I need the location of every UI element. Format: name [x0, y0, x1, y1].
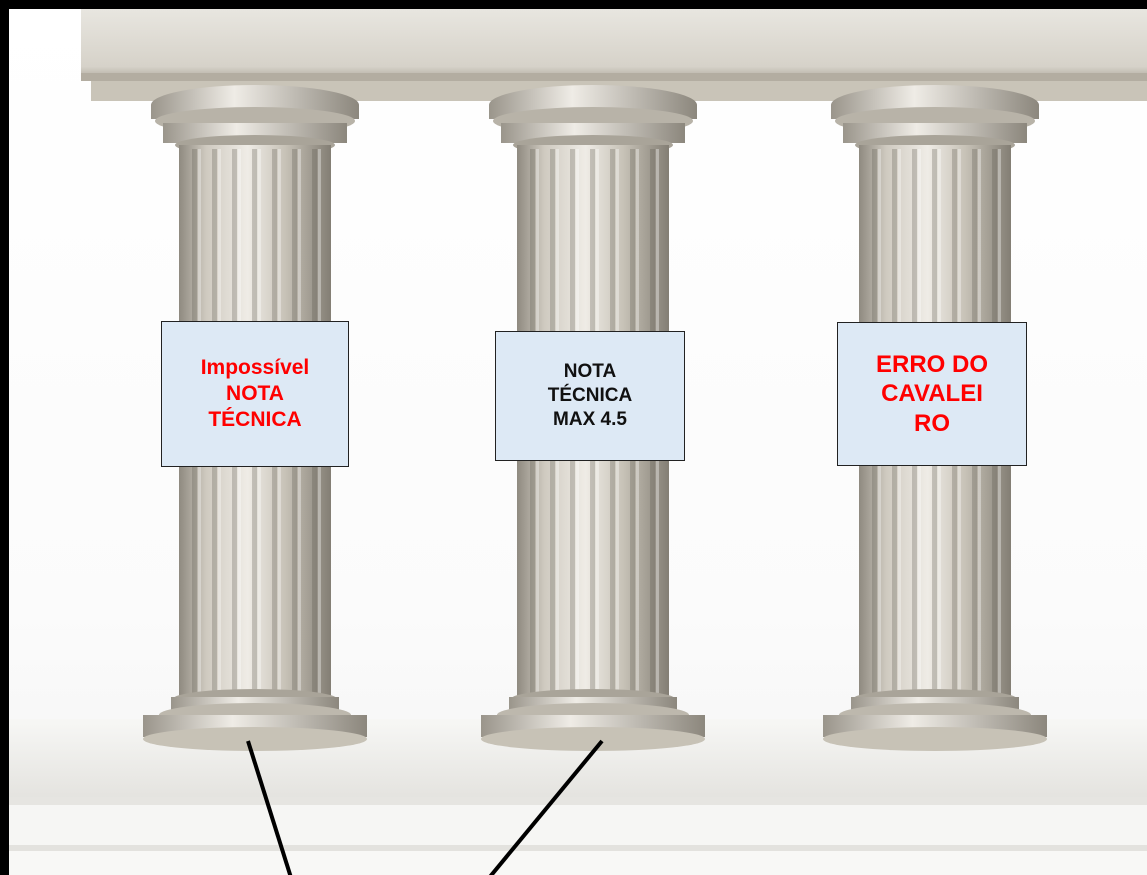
pillar-label-3: ERRO DO CAVALEI RO: [837, 322, 1027, 466]
connector-line-2: [488, 739, 604, 875]
pillar-label-1: Impossível NOTA TÉCNICA: [161, 321, 349, 467]
connector-line-1: [246, 740, 293, 875]
pillar-label-2: NOTA TÉCNICA MAX 4.5: [495, 331, 685, 461]
entablature: [81, 9, 1147, 101]
connector-lines: [246, 739, 604, 875]
